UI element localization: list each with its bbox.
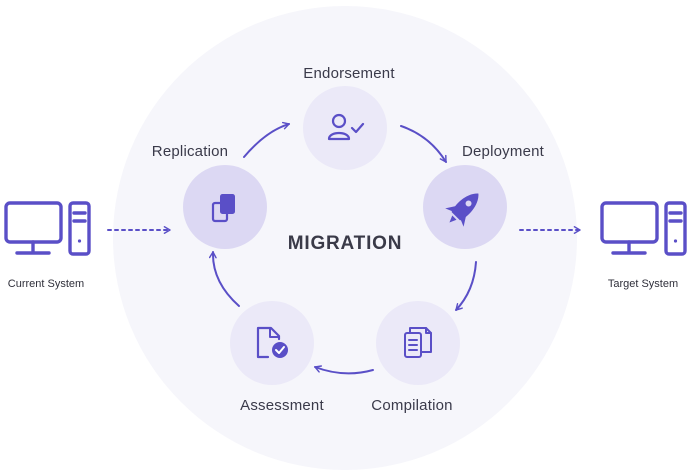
desktop-computer-icon xyxy=(4,201,91,256)
target-system-label: Target System xyxy=(607,278,679,290)
desktop-computer-icon xyxy=(600,201,687,256)
current-system-label: Current System xyxy=(7,278,85,290)
documents-stack-icon xyxy=(404,327,432,358)
user-check-icon xyxy=(327,113,365,141)
file-check-icon xyxy=(256,326,288,359)
endorsement-node xyxy=(303,86,387,170)
replication-label: Replication xyxy=(151,143,229,160)
arrow-endorsement-to-deployment xyxy=(400,125,447,163)
rocket-icon xyxy=(445,193,479,227)
arrow-assessment-to-replication xyxy=(208,251,240,307)
arrow-compilation-to-assessment xyxy=(314,365,374,375)
deployment-node xyxy=(423,165,507,249)
arrow-replication-to-endorsement xyxy=(243,121,290,158)
current-system-computer xyxy=(4,201,91,256)
arrow-deployment-to-compilation xyxy=(455,261,477,311)
replication-node xyxy=(183,165,267,249)
copy-icon xyxy=(211,194,235,223)
compilation-label: Compilation xyxy=(371,397,453,414)
assessment-label: Assessment xyxy=(240,397,324,414)
background-circle xyxy=(113,6,577,470)
assessment-node xyxy=(230,301,314,385)
compilation-node xyxy=(376,301,460,385)
deployment-label: Deployment xyxy=(461,143,545,160)
diagram-title: MIGRATION xyxy=(287,233,403,254)
target-system-computer xyxy=(600,201,687,256)
endorsement-label: Endorsement xyxy=(303,65,395,82)
